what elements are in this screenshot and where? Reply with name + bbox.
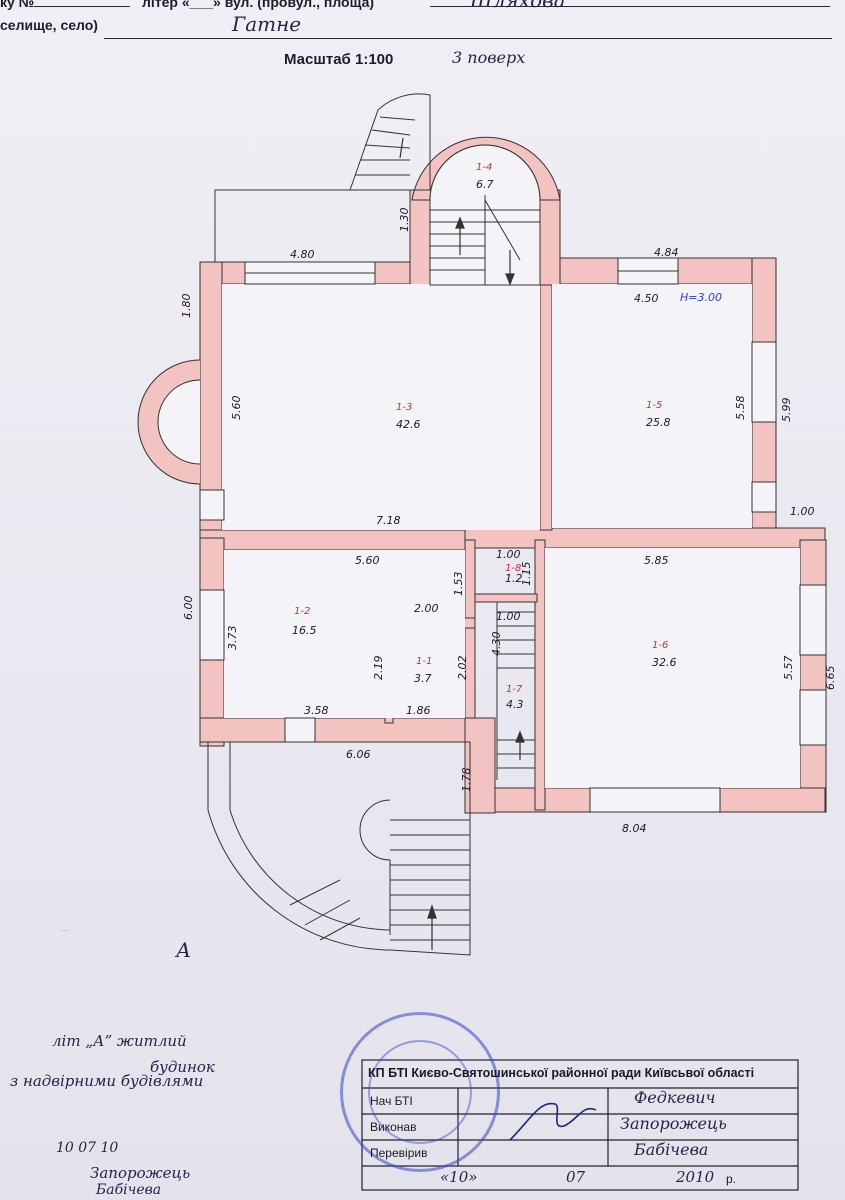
dim-3-73: 3.73 bbox=[226, 626, 239, 651]
dim-4-30: 4.30 bbox=[490, 632, 503, 657]
stamp-date-month: 07 bbox=[566, 1168, 586, 1186]
wall-bottom-left bbox=[199, 717, 496, 743]
blank-line bbox=[34, 6, 130, 7]
stamp-check-name: Бабічева bbox=[634, 1140, 709, 1159]
stamp-date-suffix: р. bbox=[726, 1172, 737, 1186]
note-name-2: Бабічева bbox=[96, 1182, 162, 1198]
floor-label: 3 поверх bbox=[452, 48, 526, 67]
dim-1-00-b: 1.00 bbox=[496, 548, 521, 561]
stamp-exec-label: Виконав bbox=[370, 1120, 417, 1134]
room-id-1-6: 1-6 bbox=[652, 640, 668, 651]
dim-5-99: 5.99 bbox=[780, 398, 793, 423]
dim-2-19: 2.19 bbox=[372, 656, 385, 681]
room-id-1-7: 1-7 bbox=[506, 684, 523, 695]
dim-5-58: 5.58 bbox=[734, 396, 747, 421]
room-id-1-5: 1-5 bbox=[646, 400, 662, 411]
dim-5-60-v: 5.60 bbox=[230, 396, 243, 421]
room-area-1-6: 32.6 bbox=[652, 656, 677, 669]
dim-5-85: 5.85 bbox=[644, 554, 669, 567]
dim-2-00: 2.00 bbox=[414, 602, 439, 615]
dim-6-06: 6.06 bbox=[346, 748, 371, 761]
ceiling-height: H=3.00 bbox=[680, 291, 722, 304]
wall-inner-6 bbox=[474, 593, 538, 603]
stamp-exec-name: Запорожець bbox=[620, 1114, 727, 1133]
dim-1-80: 1.80 bbox=[180, 294, 193, 319]
dim-7-18: 7.18 bbox=[376, 514, 401, 527]
floor-plan: 4.80 1.30 1.80 5.60 4.84 4.50 H=3.00 5.5… bbox=[137, 93, 837, 956]
dim-2-02: 2.02 bbox=[456, 656, 469, 681]
terrace-bottom bbox=[207, 741, 471, 956]
dim-1-86: 1.86 bbox=[406, 704, 431, 717]
dim-1-53: 1.53 bbox=[452, 572, 465, 597]
signature bbox=[509, 1102, 597, 1141]
stamp-head-name: Федкевич bbox=[634, 1088, 716, 1107]
street-name: Шляхова bbox=[470, 0, 566, 12]
note-line-1: літ „А” житлий bbox=[52, 1032, 187, 1050]
room-id-1-3: 1-3 bbox=[396, 402, 412, 413]
village-name: Гатне bbox=[232, 12, 302, 36]
note-name-1: Запорожець bbox=[90, 1164, 191, 1182]
room-area-1-1: 3.7 bbox=[414, 672, 432, 685]
dim-4-84: 4.84 bbox=[654, 246, 679, 259]
dim-6-65: 6.65 bbox=[824, 666, 837, 691]
faded-stamp: — bbox=[60, 925, 69, 935]
dim-4-80: 4.80 bbox=[290, 248, 315, 261]
room-area-1-2: 16.5 bbox=[292, 624, 317, 637]
dim-1-78: 1.78 bbox=[460, 768, 473, 793]
room-id-1-8: 1-8 bbox=[505, 563, 521, 574]
stamp-date-day: «10» bbox=[440, 1168, 478, 1186]
header-street-label: літер «___» вул. (провул., площа) bbox=[142, 0, 375, 10]
dim-1-00-c: 1.00 bbox=[496, 610, 521, 623]
room-area-1-4: 6.7 bbox=[476, 178, 494, 191]
note-line-2: будинок bbox=[150, 1058, 215, 1076]
dim-3-58: 3.58 bbox=[304, 704, 329, 717]
room-id-1-4: 1-4 bbox=[476, 162, 492, 173]
note-line-3: з надвірними будівлями bbox=[10, 1072, 204, 1090]
dim-5-57: 5.57 bbox=[782, 656, 795, 681]
street-line bbox=[430, 6, 830, 7]
note-date: 10 07 10 bbox=[56, 1140, 119, 1156]
room-area-1-8: 1.2 bbox=[505, 572, 523, 585]
dim-1-00-a: 1.00 bbox=[790, 505, 815, 518]
building-letter: А bbox=[176, 938, 192, 962]
stamp-head-label: Нач БТІ bbox=[370, 1094, 413, 1108]
dim-5-60-h: 5.60 bbox=[355, 554, 380, 567]
room-id-1-1: 1-1 bbox=[416, 656, 432, 667]
dim-8-04: 8.04 bbox=[622, 822, 647, 835]
village-line bbox=[104, 38, 832, 39]
stamp-organization: КП БТІ Києво-Святошинської районної ради… bbox=[368, 1066, 755, 1080]
dim-4-50: 4.50 bbox=[634, 292, 659, 305]
dim-1-30: 1.30 bbox=[398, 208, 411, 233]
header-village-label: селище, село) bbox=[0, 17, 98, 33]
room-area-1-5: 25.8 bbox=[646, 416, 671, 429]
stamp-date-year: 2010 bbox=[676, 1168, 715, 1186]
dim-1-15: 1.15 bbox=[520, 562, 533, 587]
dim-6-00: 6.00 bbox=[182, 596, 195, 621]
stamp-check-label: Перевірив bbox=[370, 1146, 428, 1160]
room-id-1-2: 1-2 bbox=[294, 606, 310, 617]
external-stair-top bbox=[349, 93, 431, 191]
scale-label: Масштаб 1:100 bbox=[284, 51, 394, 68]
room-area-1-7: 4.3 bbox=[506, 698, 524, 711]
round-seal-inner bbox=[368, 1040, 472, 1144]
round-seal bbox=[340, 1012, 500, 1172]
header-address-prefix: ку № bbox=[0, 0, 35, 10]
room-area-1-3: 42.6 bbox=[396, 418, 421, 431]
